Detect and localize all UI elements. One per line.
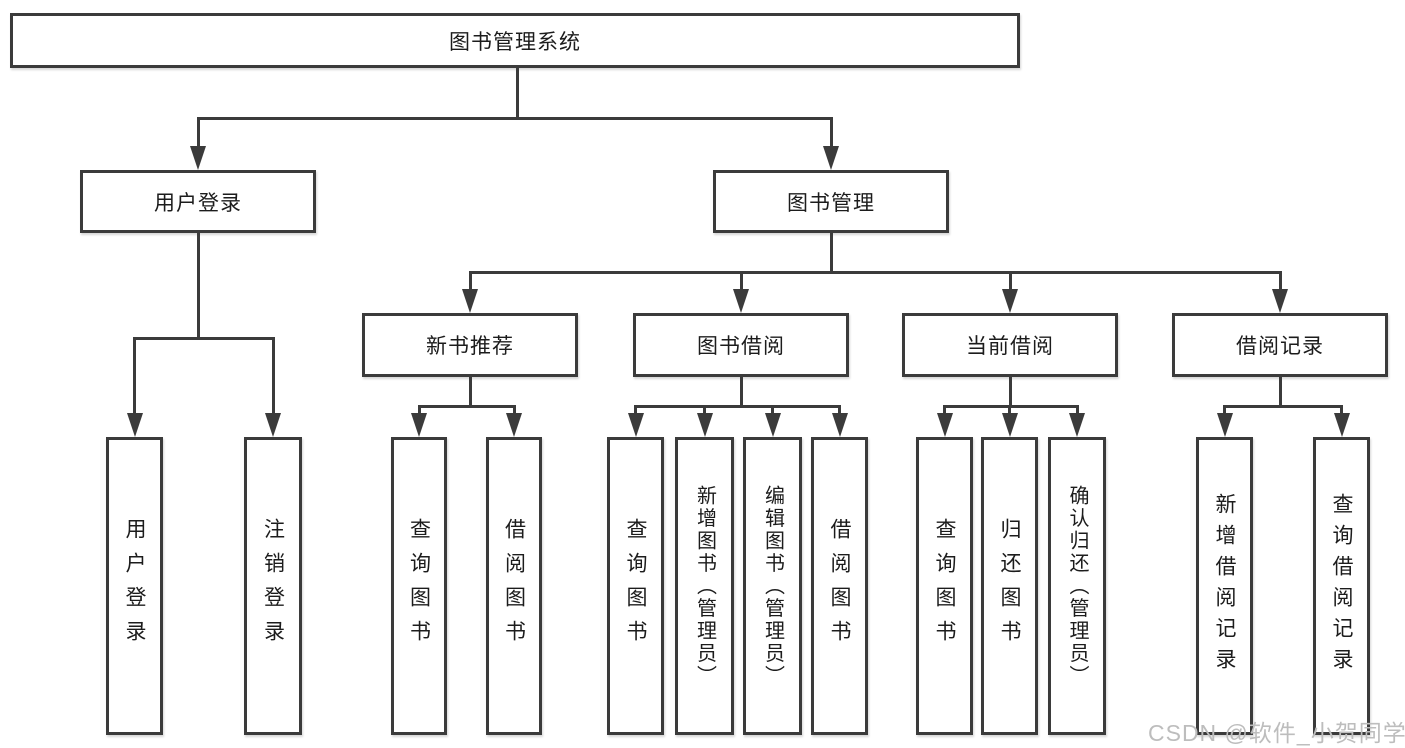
connector-trunk xyxy=(468,377,472,405)
arrow-down xyxy=(462,289,478,313)
leaf-label: 查询借阅记录 xyxy=(1330,493,1353,679)
leaf-label: 新增图书（管理员） xyxy=(693,484,716,688)
connector-stem xyxy=(512,405,516,413)
connector-rail xyxy=(1223,405,1343,408)
arrow-down xyxy=(1001,413,1018,437)
connector-user-login-rail xyxy=(133,337,275,340)
connector-stem xyxy=(703,405,706,413)
leaf-logout: 注销登录 xyxy=(244,437,302,735)
connector-rail xyxy=(417,405,516,408)
leaf-label: 借阅图书 xyxy=(828,518,851,654)
connector-level2-rail xyxy=(196,117,833,120)
leaf-label: 借阅图书 xyxy=(502,518,526,654)
leaf-query-borrow-record: 查询借阅记录 xyxy=(1313,437,1370,735)
leaf-add-books-admin: 新增图书（管理员） xyxy=(675,437,734,735)
leaf-user-login: 用户登录 xyxy=(106,437,163,735)
leaf-label: 查询图书 xyxy=(933,518,956,654)
leaf-label: 注销登录 xyxy=(261,518,285,654)
arrow-down xyxy=(936,413,953,437)
node-book-borrowing: 图书借阅 xyxy=(633,313,849,377)
arrow-down xyxy=(506,413,522,437)
leaf-query-books-recommend: 查询图书 xyxy=(391,437,447,735)
arrow-down xyxy=(1002,289,1018,313)
node-new-book-recommend: 新书推荐 xyxy=(362,313,578,377)
connector-trunk xyxy=(739,377,743,405)
connector-rail xyxy=(634,405,841,408)
arrow-down xyxy=(823,146,839,170)
connector-trunk xyxy=(1278,377,1282,405)
node-label: 新书推荐 xyxy=(426,335,514,358)
connector-stem xyxy=(829,117,833,146)
leaf-query-books-current: 查询图书 xyxy=(916,437,973,735)
node-root-label: 图书管理系统 xyxy=(449,30,581,54)
arrow-down xyxy=(627,413,644,437)
arrow-down xyxy=(764,413,781,437)
connector-stem xyxy=(196,117,200,146)
connector-rail xyxy=(943,405,1079,408)
leaf-borrow-books: 借阅图书 xyxy=(811,437,868,735)
connector-stem xyxy=(838,405,841,413)
connector-stem xyxy=(1008,271,1012,289)
leaf-label: 用户登录 xyxy=(123,518,146,654)
node-user-login: 用户登录 xyxy=(80,170,316,233)
leaf-add-borrow-record: 新增借阅记录 xyxy=(1196,437,1253,735)
connector-trunk xyxy=(1008,377,1012,405)
connector-book-management-trunk xyxy=(829,233,833,271)
connector-stem xyxy=(1075,405,1079,413)
node-label: 图书管理 xyxy=(787,191,875,215)
leaf-edit-books-admin: 编辑图书（管理员） xyxy=(743,437,802,735)
leaf-label: 新增借阅记录 xyxy=(1213,493,1236,679)
connector-stem xyxy=(943,405,946,413)
connector-stem xyxy=(739,271,743,289)
arrow-down xyxy=(733,289,749,313)
arrow-down xyxy=(831,413,848,437)
arrow-down xyxy=(1272,289,1288,313)
leaf-confirm-return-admin: 确认归还（管理员） xyxy=(1048,437,1106,735)
watermark: CSDN @软件_小贺同学 xyxy=(1148,720,1405,746)
leaf-label: 查询图书 xyxy=(407,518,431,654)
leaf-query-books-borrow: 查询图书 xyxy=(607,437,664,735)
arrow-down xyxy=(126,413,143,437)
arrow-down xyxy=(1069,413,1085,437)
connector-stem xyxy=(1223,405,1226,413)
leaf-label: 确认归还（管理员） xyxy=(1066,484,1088,688)
arrow-down xyxy=(1333,413,1350,437)
connector-stem xyxy=(133,337,136,413)
connector-root-trunk xyxy=(516,68,519,117)
connector-user-login-trunk xyxy=(196,233,200,337)
node-book-management: 图书管理 xyxy=(713,170,949,233)
node-label: 图书借阅 xyxy=(697,335,785,358)
node-root: 图书管理系统 xyxy=(10,13,1020,68)
arrow-down xyxy=(190,146,206,170)
leaf-label: 编辑图书（管理员） xyxy=(761,484,784,688)
arrow-down xyxy=(696,413,713,437)
node-label: 借阅记录 xyxy=(1236,335,1324,358)
connector-stem xyxy=(1008,405,1011,413)
leaf-label: 查询图书 xyxy=(624,518,647,654)
connector-stem xyxy=(1278,271,1282,289)
connector-level3-rail xyxy=(468,271,1282,274)
node-borrowing-records: 借阅记录 xyxy=(1172,313,1388,377)
leaf-borrow-books-recommend: 借阅图书 xyxy=(486,437,542,735)
node-label: 当前借阅 xyxy=(966,335,1054,358)
arrow-down xyxy=(265,413,281,437)
connector-stem xyxy=(417,405,421,413)
leaf-label: 归还图书 xyxy=(998,518,1021,654)
connector-stem xyxy=(468,271,472,289)
arrow-down xyxy=(411,413,427,437)
node-current-borrowing: 当前借阅 xyxy=(902,313,1118,377)
connector-stem xyxy=(271,337,275,413)
leaf-return-books: 归还图书 xyxy=(981,437,1038,735)
arrow-down xyxy=(1216,413,1233,437)
node-label: 用户登录 xyxy=(154,191,242,215)
connector-stem xyxy=(771,405,774,413)
connector-stem xyxy=(634,405,637,413)
connector-stem xyxy=(1340,405,1343,413)
